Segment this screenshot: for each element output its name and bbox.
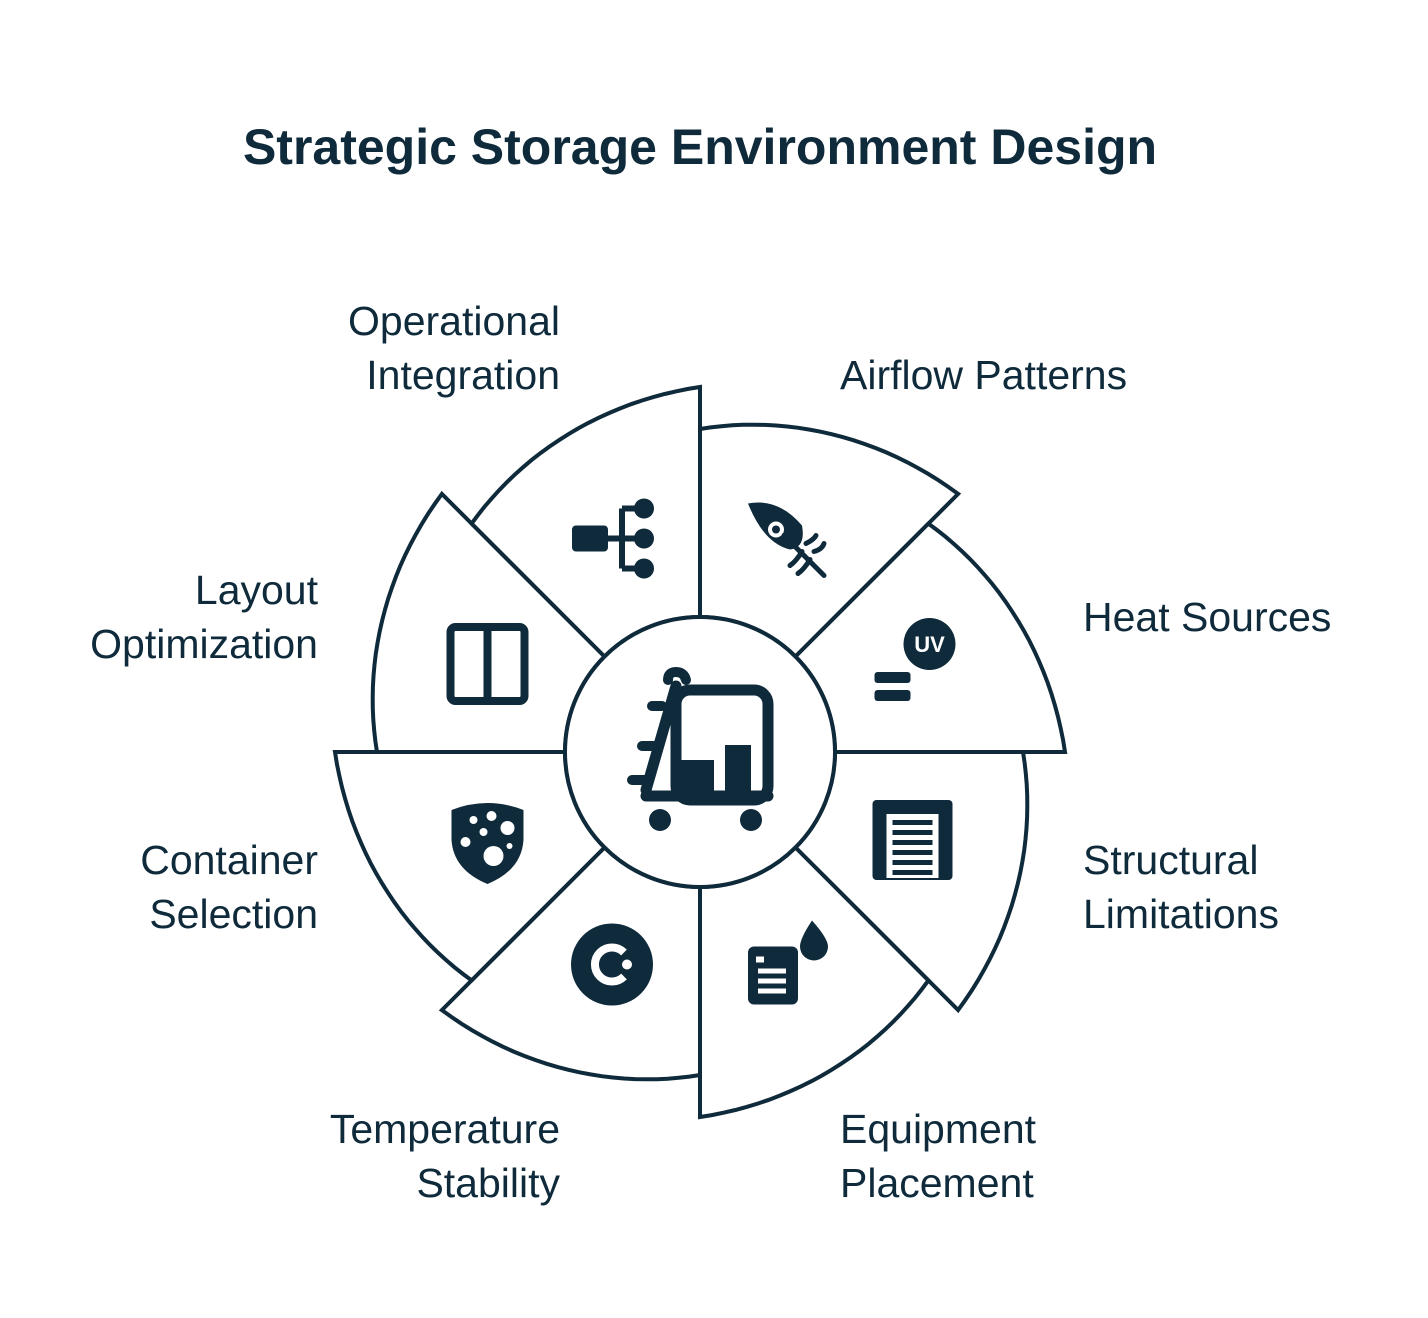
note-drop-icon [748, 920, 828, 1005]
storage-cart-chart-icon [627, 666, 774, 831]
label-heat: Heat Sources [1083, 594, 1332, 640]
shield-dots-icon [451, 803, 524, 884]
circle-c-icon [571, 923, 653, 1006]
page-title: Strategic Storage Environment Design [242, 119, 1158, 175]
label-airflow: Airflow Patterns [840, 352, 1128, 398]
label-container: Container Selection [140, 837, 318, 937]
feather-eye-icon [748, 502, 827, 578]
uv-badge-icon: UV [874, 618, 956, 701]
uv-badge-text: UV [914, 632, 945, 657]
label-temperature: Temperature Stability [329, 1106, 560, 1206]
label-structural: Structural Limitations [1083, 837, 1279, 937]
label-equipment: Equipment Placement [840, 1106, 1037, 1206]
document-list-icon [872, 800, 953, 880]
two-panel-icon [446, 623, 529, 705]
label-operational: Operational Integration [348, 298, 560, 398]
hierarchy-tree-icon [572, 498, 654, 579]
label-layout: Layout Optimization [90, 567, 318, 667]
center-hub [563, 615, 837, 889]
